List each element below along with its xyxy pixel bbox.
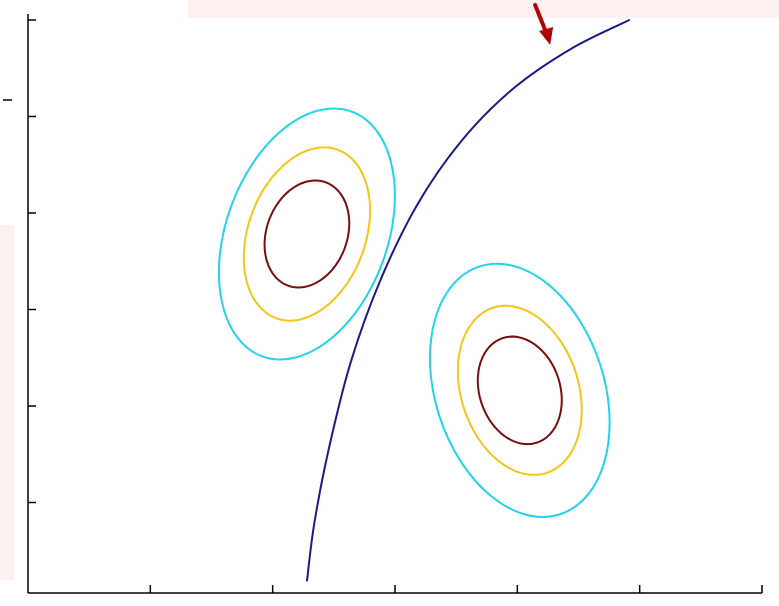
- top-background-panel: [188, 0, 779, 18]
- annotation-layer: [533, 2, 554, 45]
- cluster-1-middle-contour: [242, 146, 372, 322]
- decision-boundary-layer: [305, 18, 631, 582]
- axes-layer: [3, 14, 763, 594]
- cluster-2-inner-contour: [476, 335, 563, 446]
- cluster-1-inner-contour: [263, 179, 351, 289]
- contour-layer: [217, 107, 611, 518]
- decision-boundary-curve: [305, 18, 631, 582]
- annotation-arrow-head: [539, 26, 554, 45]
- cluster-2-middle-contour: [456, 304, 583, 476]
- cluster-2-outer-contour: [428, 262, 611, 518]
- left-background-panel: [0, 225, 14, 580]
- cluster-1-outer-contour: [217, 107, 396, 361]
